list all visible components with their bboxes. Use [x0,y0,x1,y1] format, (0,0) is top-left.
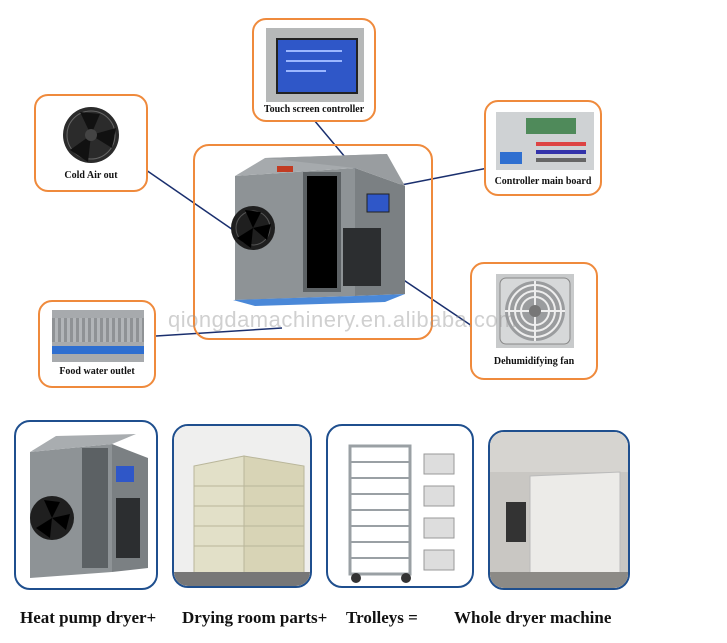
water-outlet-image [52,310,144,362]
callout-water-outlet: Food water outlet [38,300,156,388]
caption-heat-pump: Heat pump dryer+ [20,608,157,627]
panel-trolleys [326,424,474,588]
touch-screen-image [266,28,364,102]
panel-heat-pump [14,420,158,590]
panel-whole-machine [488,430,630,590]
caption-whole-machine: Whole dryer machine [454,608,612,627]
water-outlet-label: Food water outlet [59,366,135,377]
touch-screen-label: Touch screen controller [263,104,365,115]
caption-drying-room: Drying room parts+ [182,608,328,627]
fan-image [58,104,124,166]
callout-main-board: Controller main board [484,100,602,196]
main-board-label: Controller main board [494,176,592,187]
main-machine-frame [193,144,433,340]
panel-drying-room [172,424,312,588]
dehumidifying-fan-image [496,274,574,348]
main-board-image [496,112,594,170]
caption-trolleys: Trolleys = [346,608,418,627]
callout-touch-screen: Touch screen controller [252,18,376,122]
callout-cold-air: Cold Air out [34,94,148,192]
cold-air-label: Cold Air out [64,170,118,181]
watermark: qiongdamachinery.en.alibaba.com [168,307,517,332]
dehumidifying-fan-label: Dehumidifying fan [493,356,575,367]
heat-pump-machine-illustration [231,154,405,306]
callout-dehumidifying-fan: Dehumidifying fan [470,262,598,380]
